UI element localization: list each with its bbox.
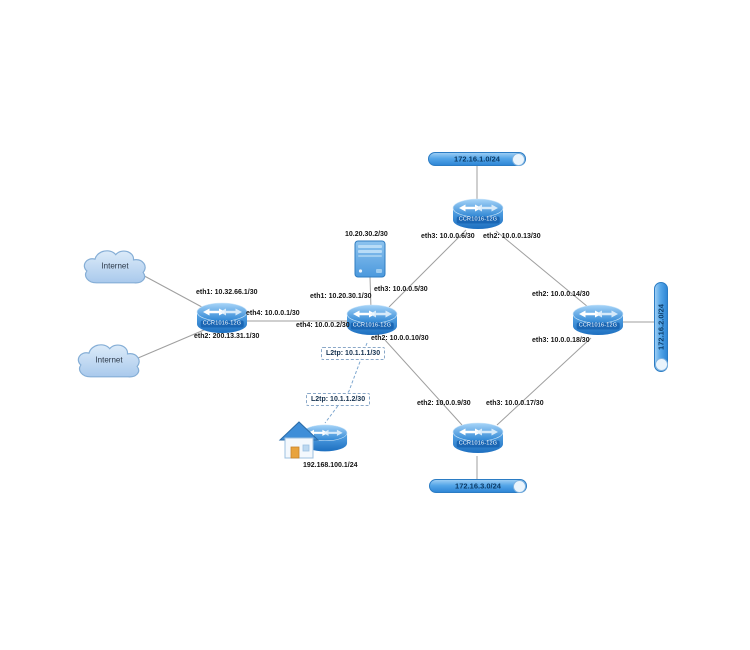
internet-cloud-2[interactable]: Internet (72, 336, 146, 388)
link-core-bottom (384, 339, 463, 426)
if-label-core-eth2: eth2: 10.0.0.10/30 (371, 335, 429, 342)
if-label-core-eth3: eth3: 10.0.0.5/30 (374, 286, 428, 293)
router-bottom[interactable]: CCR1016-12G (452, 422, 504, 456)
l2tp-endpoint-2[interactable]: L2tp: 10.1.1.2/30 (306, 393, 371, 406)
l2tp-label: L2tp: 10.1.1.2/30 (311, 396, 366, 403)
router-model-label: CCR1016-12G (350, 322, 394, 330)
segment-172-16-3-0[interactable]: 172.16.3.0/24 (429, 479, 527, 493)
if-label-bottom-eth2: eth2: 10.0.0.9/30 (417, 400, 471, 407)
segment-label: 172.16.2.0/24 (656, 304, 666, 350)
if-label-border-eth1: eth1: 10.32.66.1/30 (196, 289, 258, 296)
segment-172-16-1-0[interactable]: 172.16.1.0/24 (428, 152, 526, 166)
router-model-label: CCR1016-12G (456, 216, 500, 224)
router-icon (452, 198, 504, 232)
home-router-icon (278, 421, 348, 459)
segment-label: 172.16.3.0/24 (455, 481, 501, 491)
if-label-bottom-eth3: eth3: 10.0.0.17/30 (486, 400, 544, 407)
if-label-top-eth2: eth2: 10.0.0.13/30 (483, 233, 541, 240)
router-icon (452, 422, 504, 456)
router-model-label: CCR1016-12G (200, 320, 244, 328)
segment-label: 172.16.1.0/24 (454, 154, 500, 164)
home-site-node[interactable] (278, 410, 348, 462)
router-model-label: CCR1016-12G (456, 440, 500, 448)
router-core[interactable]: CCR1016-12G (346, 304, 398, 338)
link-core-top (388, 229, 467, 308)
router-top[interactable]: CCR1016-12G (452, 198, 504, 232)
router-model-label: CCR1016-12G (576, 322, 620, 330)
router-icon (572, 304, 624, 338)
router-border[interactable]: CCR1016-12G (196, 302, 248, 336)
if-label-border-eth4: eth4: 10.0.0.1/30 (246, 310, 300, 317)
cloud-label: Internet (101, 261, 129, 271)
l2tp-endpoint-1[interactable]: L2tp: 10.1.1.1/30 (321, 347, 386, 360)
server-icon (354, 240, 386, 278)
router-icon (196, 302, 248, 336)
router-icon (346, 304, 398, 338)
if-label-top-eth3: eth3: 10.0.0.6/30 (421, 233, 475, 240)
if-label-right-eth3: eth3: 10.0.0.18/30 (532, 337, 590, 344)
if-label-core-eth4: eth4: 10.0.0.2/30 (296, 322, 350, 329)
router-right[interactable]: CCR1016-12G (572, 304, 624, 338)
if-label-core-eth1: eth1: 10.20.30.1/30 (310, 293, 372, 300)
cloud-label: Internet (95, 355, 123, 365)
server-address-label: 10.20.30.2/30 (345, 231, 388, 238)
link-right-bottom (496, 337, 592, 426)
l2tp-label: L2tp: 10.1.1.1/30 (326, 350, 381, 357)
if-label-right-eth2: eth2: 10.0.0.14/30 (532, 291, 590, 298)
internet-cloud-1[interactable]: Internet (78, 242, 152, 294)
server-node[interactable] (354, 240, 386, 278)
home-address-label: 192.168.100.1/24 (303, 462, 358, 469)
segment-172-16-2-0[interactable]: 172.16.2.0/24 (654, 282, 668, 372)
if-label-border-eth2: eth2: 200.13.31.1/30 (194, 333, 260, 340)
